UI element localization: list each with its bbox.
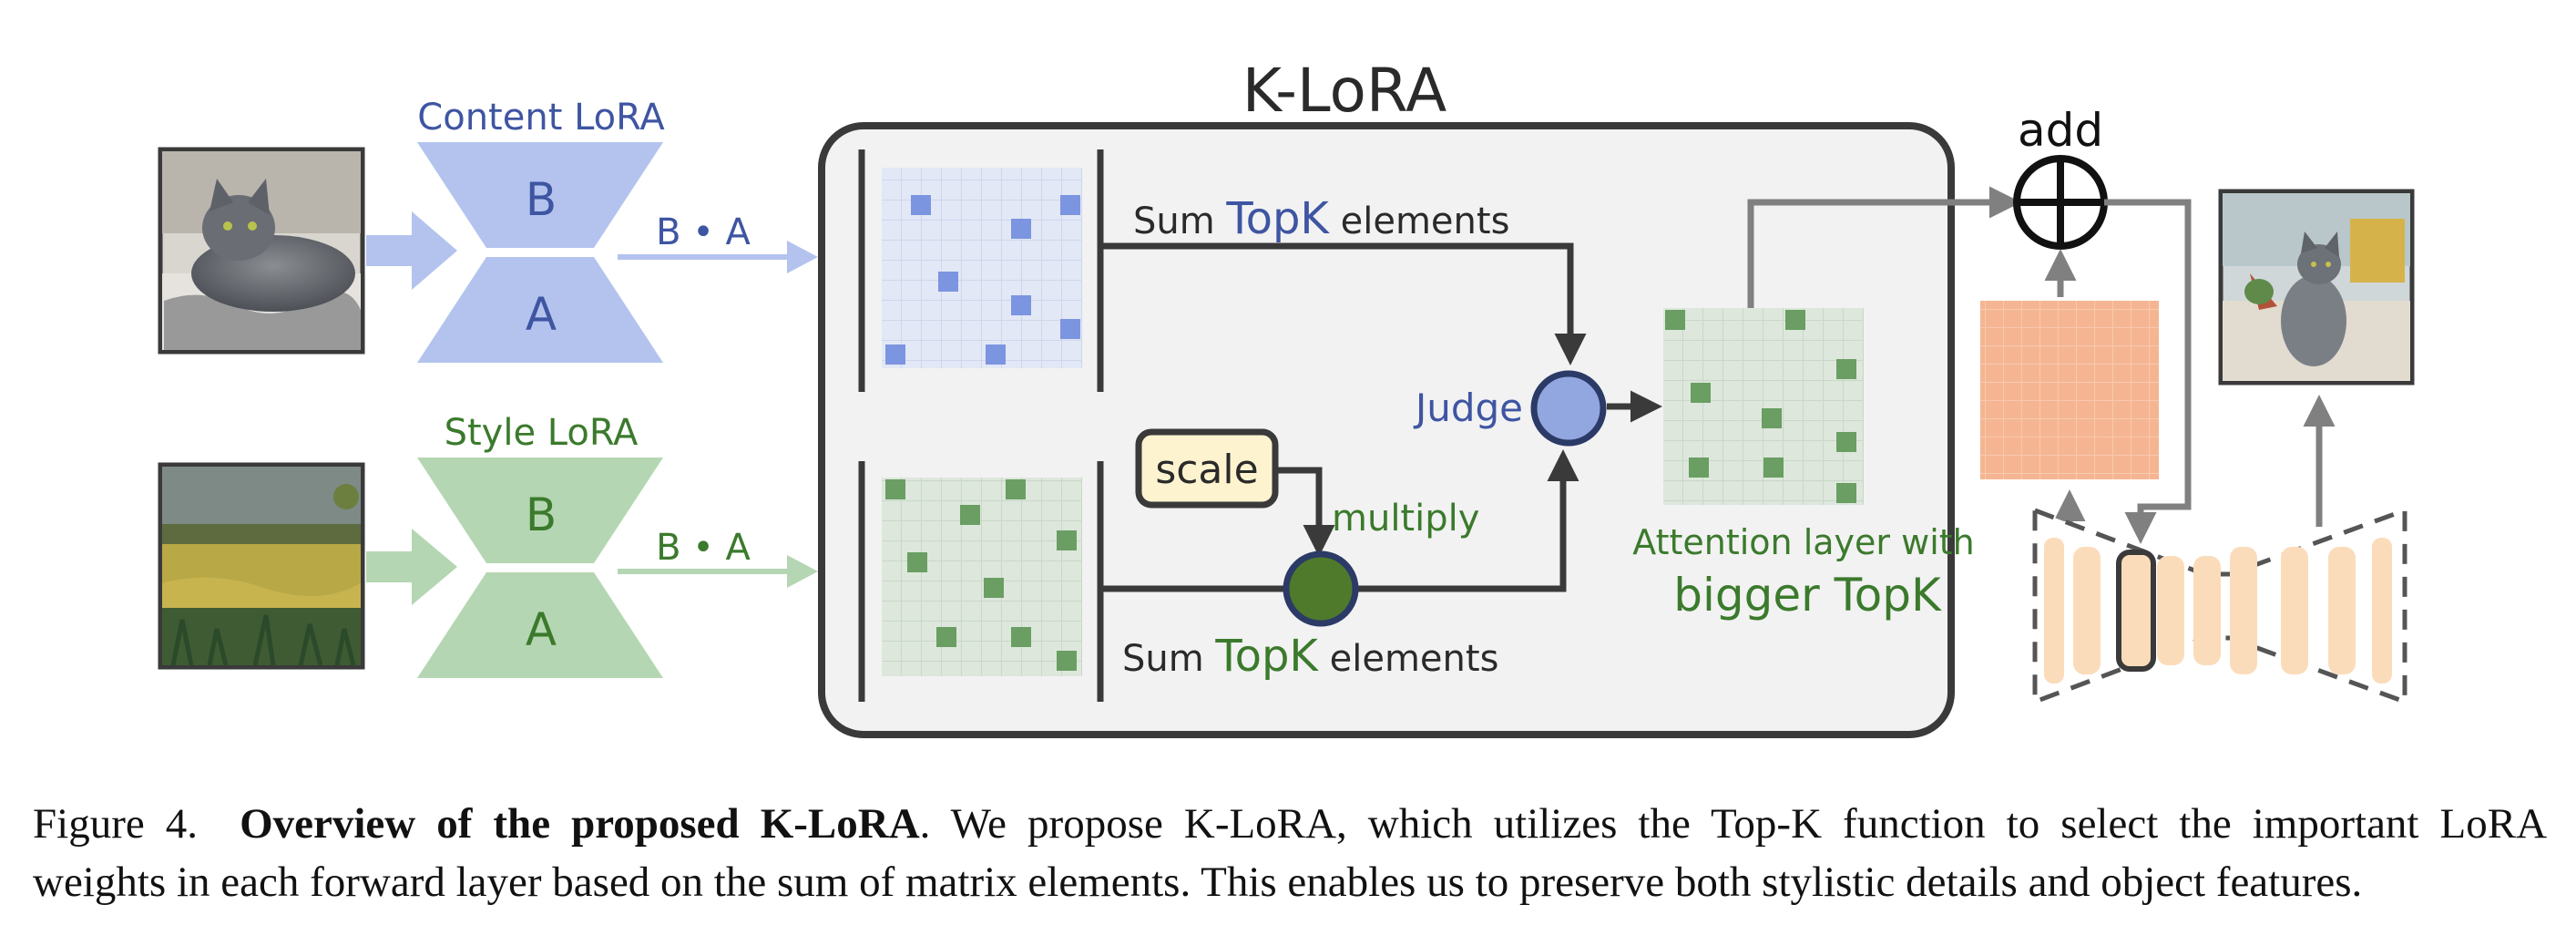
caption-figure-label: Figure 4. [33, 800, 198, 848]
content-ba-label: B • A [656, 211, 751, 253]
content-lora-title: Content LoRA [417, 97, 665, 139]
add-node: add [2013, 104, 2108, 250]
lower-topk-label: Sum TopK elements [1122, 631, 1498, 682]
scale-label: scale [1155, 447, 1258, 493]
output-image [2218, 189, 2415, 386]
style-lora-b: B [526, 488, 557, 541]
attention-label-line1: Attention layer with [1632, 522, 1975, 562]
content-image [158, 147, 365, 355]
caption-line-2: weights in each forward layer based on t… [33, 859, 2363, 906]
add-to-unet-arrow [2104, 199, 2192, 544]
k-lora-title: K-LoRA [1242, 56, 1447, 126]
matrix-brackets [858, 149, 1104, 702]
style-input-arrow [366, 529, 457, 605]
content-lora: Content LoRA B A [417, 97, 665, 363]
caption-text-line1: . We propose K-LoRA, which utilizes the … [919, 800, 2548, 848]
judge-node: Judge [1413, 370, 1662, 447]
lower-topk-path: Sum TopK elements [1102, 449, 1579, 682]
style-lora-a: A [526, 603, 557, 656]
multiply-node: multiply [1283, 498, 1479, 627]
style-matrix [882, 478, 1082, 676]
attention-matrix: Attention layer with bigger TopK [1632, 308, 1975, 622]
upper-topk-path: Sum TopK elements [1102, 193, 1587, 365]
content-ba-arrow: B • A [618, 211, 818, 273]
caption-bold-title: Overview of the proposed K-LoRA [240, 800, 920, 848]
style-lora-title: Style LoRA [445, 412, 639, 454]
k-lora-panel: K-LoRA [818, 56, 1955, 738]
content-matrix [882, 168, 1082, 368]
unet-highlighted-layer [2116, 550, 2156, 672]
attention-label-line2: bigger TopK [1673, 569, 1942, 622]
add-label: add [2018, 104, 2103, 157]
content-input-arrow [366, 211, 457, 290]
judge-label: Judge [1413, 386, 1523, 430]
figure-caption: Figure 4. Overview of the proposed K-LoR… [33, 795, 2547, 911]
style-lora: Style LoRA B A [417, 412, 663, 678]
k-lora-diagram: Content LoRA B A Style LoRA B A B • A B … [158, 56, 2415, 738]
caption-line-1: Figure 4. Overview of the proposed K-LoR… [33, 795, 2547, 853]
unet-block [2032, 507, 2407, 705]
style-image [158, 462, 365, 670]
upper-topk-label: Sum TopK elements [1133, 193, 1509, 244]
style-ba-label: B • A [656, 527, 751, 569]
content-lora-a: A [526, 288, 557, 341]
scale-box: scale [1135, 428, 1335, 557]
multiply-label: multiply [1332, 498, 1479, 540]
content-lora-b: B [526, 173, 557, 226]
attention-to-add-arrow [1747, 186, 2021, 308]
lora-output-matrix [1980, 249, 2159, 479]
style-ba-arrow: B • A [618, 527, 818, 588]
